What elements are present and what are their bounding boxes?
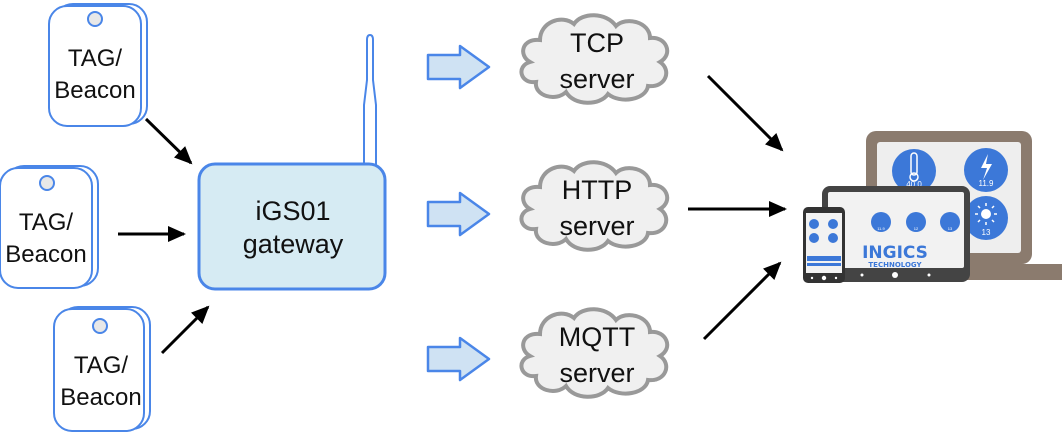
tag-beacon-1: TAG/ Beacon	[48, 3, 148, 127]
gateway-iGS01: iGS01 gateway	[197, 33, 387, 291]
server-label-line1: MQTT	[559, 322, 635, 352]
tag-label-line2: Beacon	[60, 384, 141, 411]
flow-arrow-to-mqtt	[426, 336, 491, 382]
tag-label-line2: Beacon	[5, 241, 86, 268]
temperature-icon	[892, 149, 936, 193]
voltage-icon	[964, 148, 1008, 192]
light-icon	[940, 212, 960, 232]
server-label-line1: TCP	[570, 28, 624, 58]
phone	[803, 207, 845, 283]
laptop-temp-value: 40.0	[906, 180, 922, 189]
arrow-mqtt-to-devices	[702, 261, 782, 341]
cloud-mqtt-server: MQTT server	[519, 307, 670, 399]
gateway-label-line2: gateway	[243, 229, 344, 259]
tag-hole-icon	[39, 175, 55, 191]
arrow-tag3-to-gateway	[160, 305, 210, 355]
server-label-line1: HTTP	[562, 175, 633, 205]
gateway-label-line1: iGS01	[255, 196, 330, 226]
tablet-voltage-value: 11.9	[877, 226, 885, 231]
antenna-icon	[363, 33, 377, 166]
tablet-light-value: 13	[948, 226, 953, 231]
tag-label-line2: Beacon	[54, 77, 135, 104]
sound-icon	[906, 212, 926, 232]
arrow-tag1-to-gateway	[144, 117, 193, 165]
voltage-icon	[871, 212, 891, 232]
tag-beacon-2: TAG/ Beacon	[0, 165, 99, 289]
server-label-line2: server	[559, 64, 634, 94]
flow-arrow-to-tcp	[426, 44, 491, 90]
tag-label-line1: TAG/	[74, 352, 129, 379]
flow-arrow-to-http	[426, 191, 491, 237]
cloud-tcp-server: TCP server	[519, 13, 670, 105]
laptop-voltage-value: 11.9	[979, 179, 995, 188]
cloud-http-server: HTTP server	[519, 160, 670, 252]
tablet-sound-value: 12	[914, 226, 919, 231]
tag-label-line1: TAG/	[19, 209, 74, 236]
server-label-line2: server	[559, 211, 634, 241]
tag-hole-icon	[92, 318, 108, 334]
tag-hole-icon	[87, 11, 103, 27]
server-label-line2: server	[559, 358, 634, 388]
laptop-light-value: 13	[982, 228, 991, 237]
client-devices: 40.0 11.9 13 11.9 12 13 INGICS	[803, 131, 1062, 283]
tag-label-line1: TAG/	[68, 45, 123, 72]
arrow-tcp-to-devices	[706, 74, 784, 152]
tag-beacon-3: TAG/ Beacon	[53, 306, 151, 432]
brand-subtitle: TECHNOLOGY	[868, 261, 922, 269]
tablet: 11.9 12 13 INGICS TECHNOLOGY	[822, 186, 970, 282]
brand-name: INGICS	[862, 243, 928, 263]
